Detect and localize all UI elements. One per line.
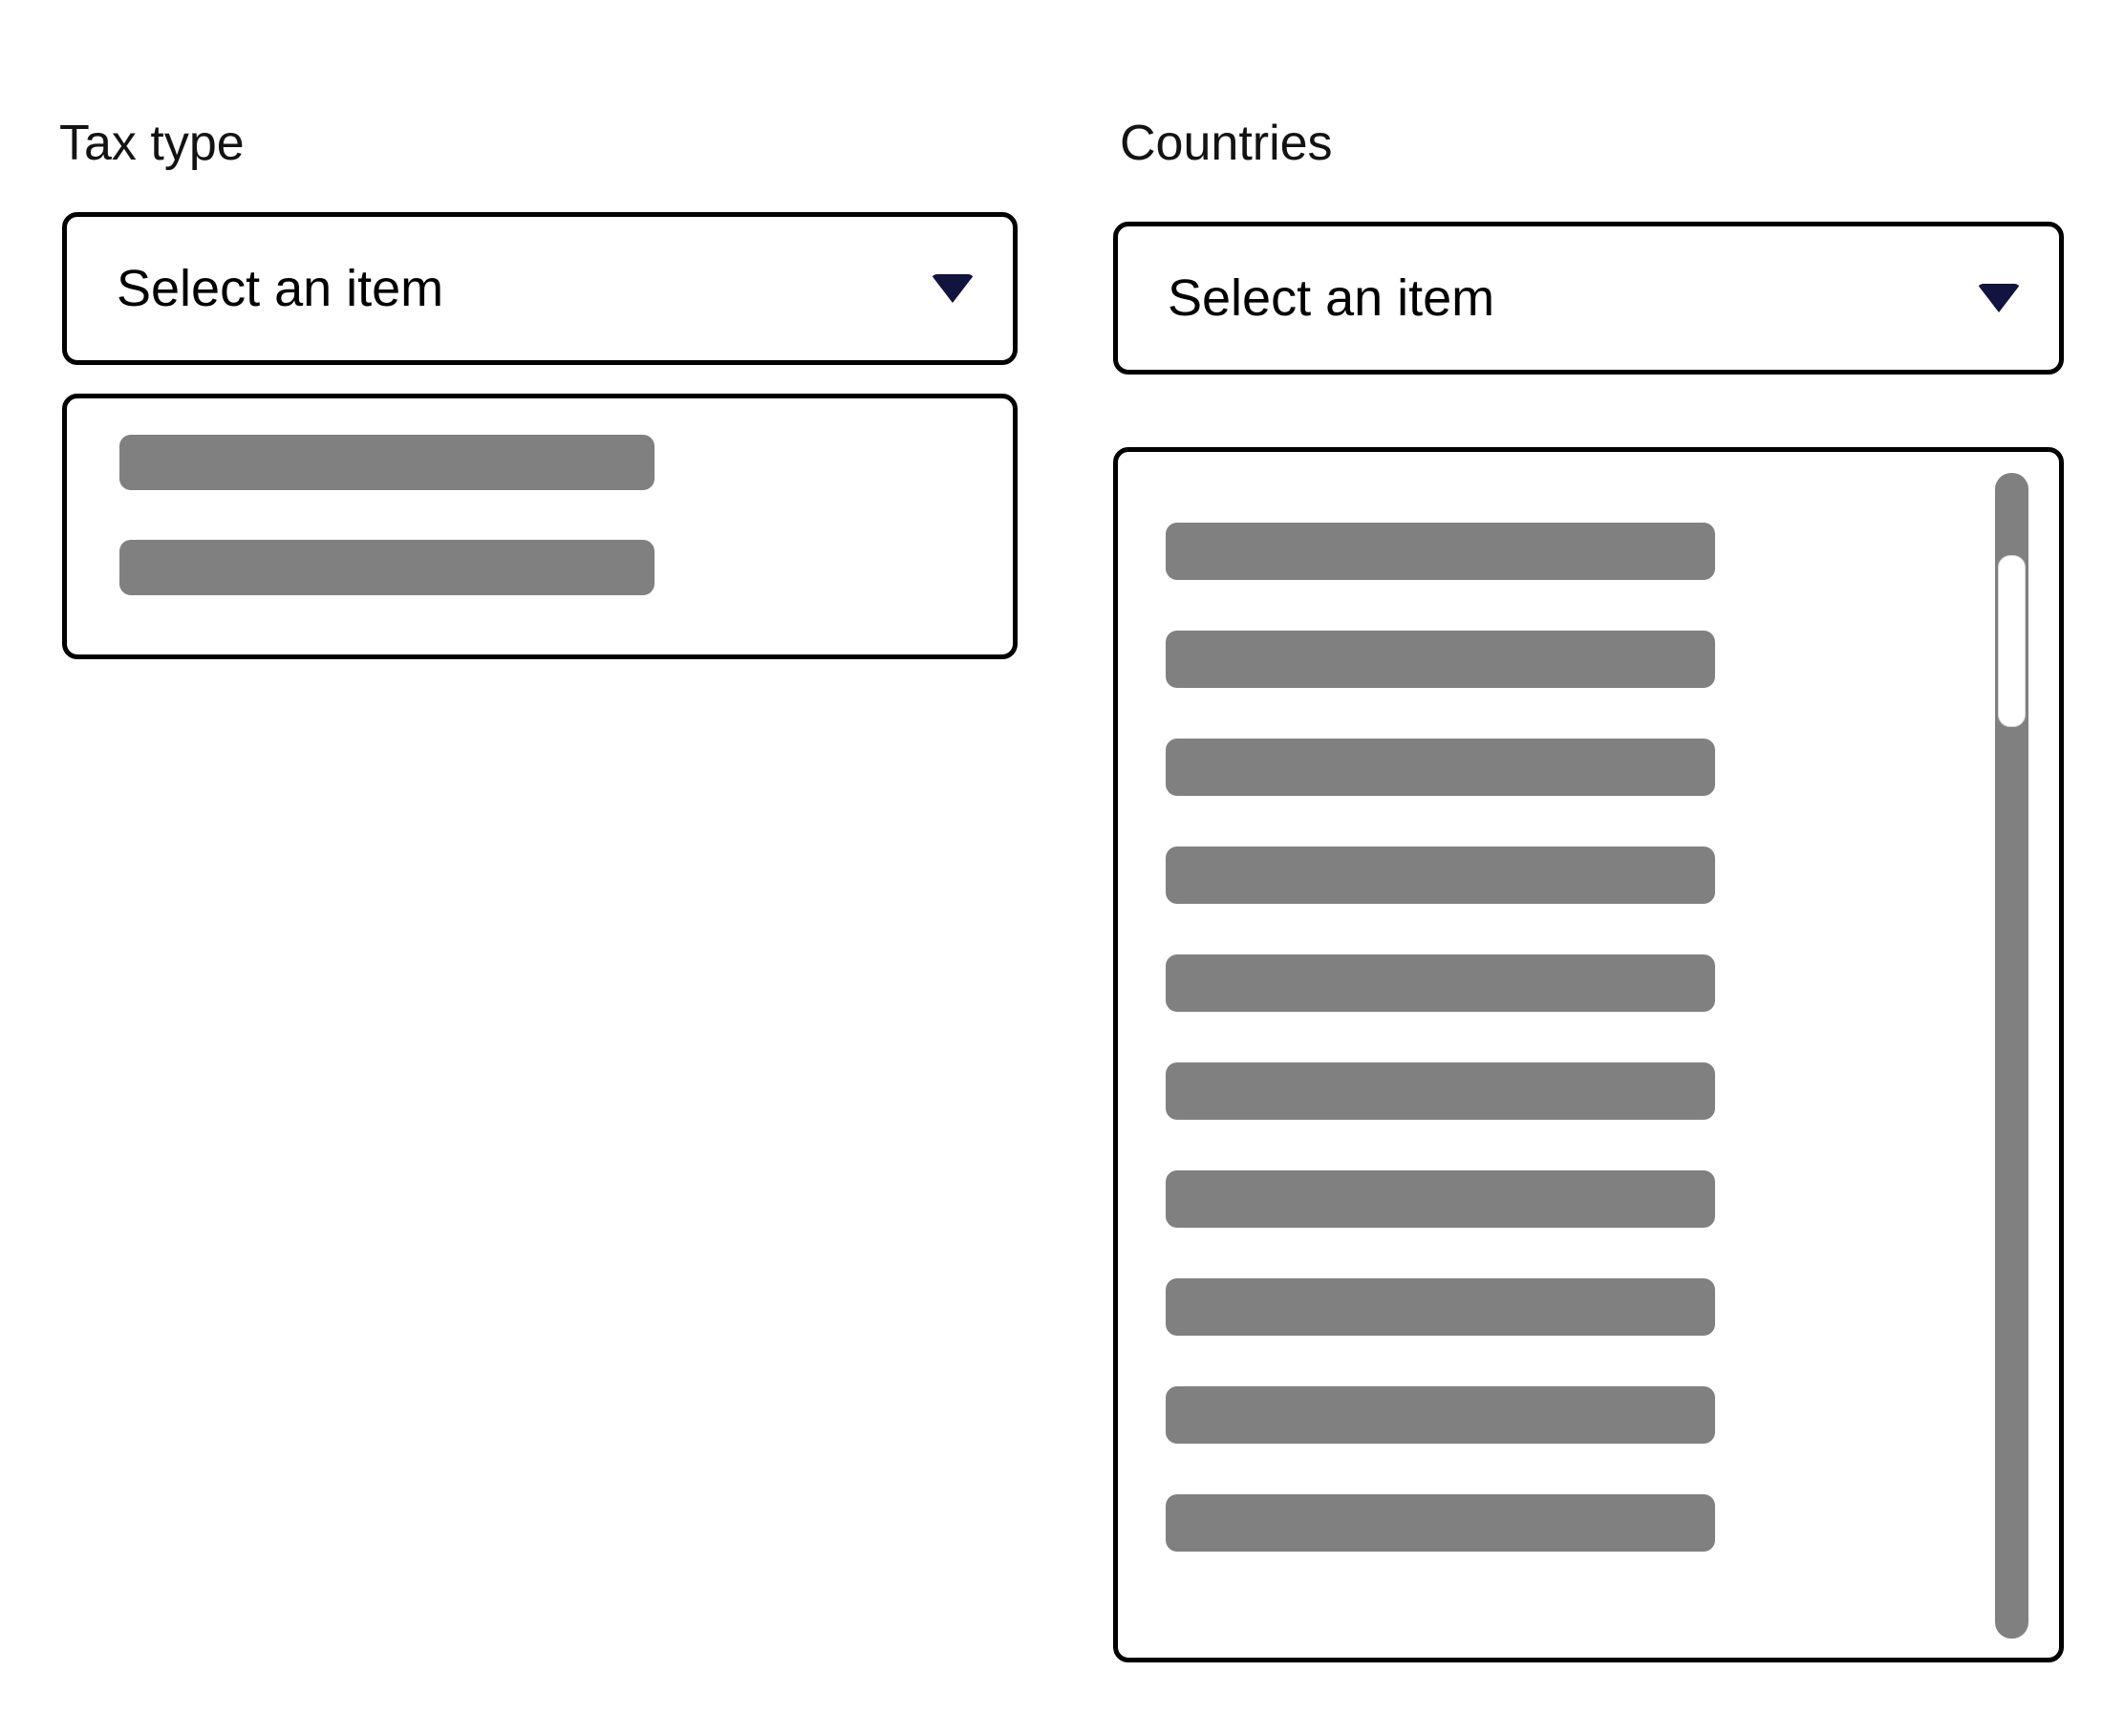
list-item[interactable] [1166,1170,1715,1228]
list-item[interactable] [119,435,655,490]
list-item[interactable] [1166,1278,1715,1336]
chevron-down-icon[interactable] [931,274,975,303]
list-item[interactable] [1166,739,1715,796]
list-item[interactable] [1166,1386,1715,1444]
countries-scrollbar[interactable] [1995,473,2028,1639]
list-item[interactable] [119,540,655,595]
list-item[interactable] [1166,631,1715,688]
chevron-down-icon[interactable] [1977,284,2021,312]
list-item[interactable] [1166,954,1715,1012]
countries-label: Countries [1120,116,1333,171]
countries-dropdown-panel[interactable] [1113,447,2064,1662]
tax-type-label: Tax type [59,116,245,171]
list-item[interactable] [1166,1062,1715,1120]
tax-type-dropdown-panel[interactable] [62,394,1018,659]
list-item[interactable] [1166,1494,1715,1552]
countries-select-value: Select an item [1168,269,1495,327]
countries-scrollbar-thumb[interactable] [1998,555,2026,727]
list-item[interactable] [1166,523,1715,580]
countries-select[interactable]: Select an item [1113,222,2064,375]
tax-type-select-value: Select an item [117,260,444,317]
tax-type-select[interactable]: Select an item [62,212,1018,365]
list-item[interactable] [1166,847,1715,904]
